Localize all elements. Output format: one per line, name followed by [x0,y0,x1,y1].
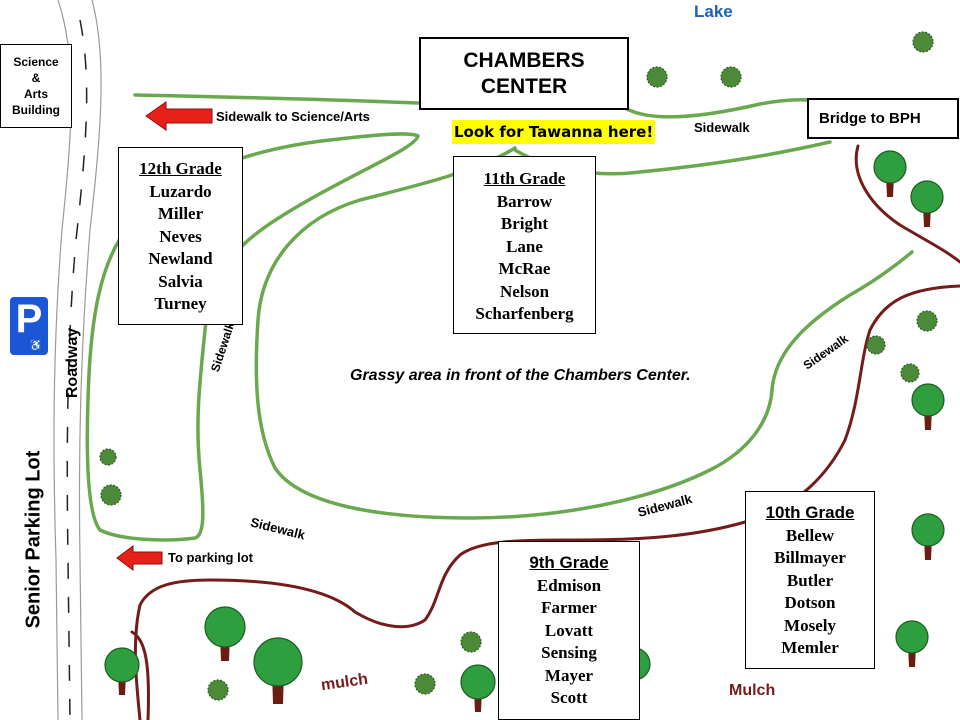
sidewalk-top-right [623,97,814,119]
tree-icon [873,150,907,197]
bridge-to-bph-label: Bridge to BPH [819,110,921,127]
tree-icon [204,606,246,661]
shrub-icon [900,363,920,383]
mulch-label-right: Mulch [729,682,776,699]
sidewalk-label-top: Sidewalk [694,120,750,135]
arrow-left-icon [116,545,163,571]
trees [104,150,945,712]
parking-sign-letter: P [15,297,43,341]
chambers-center-box: CHAMBERS CENTER [419,37,629,110]
shrub-icon [100,484,122,506]
science-arts-line-1: Science [13,55,59,69]
grade-12-name: Luzardo [149,181,212,201]
grade-12-name: Miller [157,204,204,223]
grassy-area-label: Grassy area in front of the Chambers Cen… [350,367,691,384]
science-arts-line-2: & [31,71,41,85]
grade-11-name: Nelson [499,281,550,301]
sidewalk-grassy-loop [254,146,914,520]
chambers-center-line-2: CENTER [480,75,568,98]
tree-icon [460,664,496,712]
science-arts-building-box: Science & Arts Building [0,44,72,128]
shrub-icon [414,673,436,695]
grade-9-name: Mayer [544,665,594,685]
grade-11-name: McRae [498,259,551,278]
shrub-icon [646,66,668,88]
to-parking-lot-label: To parking lot [168,550,253,565]
grade-11-name: Barrow [496,191,553,211]
tree-icon [911,513,945,560]
tree-icon [911,383,945,430]
tree-icon [895,620,929,667]
grade-12-name: Newland [148,249,213,268]
grade-10-name: Bellew [785,525,835,545]
grade-11-name: Bright [500,214,549,233]
grade-10-title: 10th Grade [765,503,855,522]
grade-10-name: Memler [781,638,839,657]
arrow-left-icon [145,101,213,131]
parking-sign-icon: P ♿ [10,297,48,355]
tree-icon [104,647,140,695]
grade-11-box: 11th Grade Barrow Bright Lane McRae Nels… [453,156,596,334]
grade-12-title: 12th Grade [139,159,222,178]
shrub-icon [912,31,934,53]
grade-12-name: Salvia [158,271,203,291]
roadway-label: Roadway [64,327,82,399]
grade-9-name: Sensing [541,643,597,662]
tree-icon [253,637,303,704]
look-for-tawanna-highlight: Look for Tawanna here! [452,120,656,144]
bridge-to-bph-box: Bridge to BPH [807,98,959,139]
grade-10-box: 10th Grade Bellew Billmayer Butler Dotso… [745,491,875,669]
grade-12-name: Turney [154,294,207,313]
grade-9-title: 9th Grade [529,553,609,572]
grade-10-name: Butler [786,570,834,590]
grade-11-name: Scharfenberg [475,304,574,323]
shrub-icon [207,679,229,701]
grade-10-name: Mosely [784,615,836,635]
grade-10-name: Dotson [784,593,836,612]
grade-9-name: Edmison [536,575,602,595]
grade-10-name: Billmayer [774,548,846,567]
grade-11-title: 11th Grade [483,169,566,188]
senior-parking-lot-label: Senior Parking Lot [22,450,45,629]
lake-label: Lake [694,2,733,21]
science-arts-line-3: Arts [23,87,48,101]
grade-9-name: Lovatt [544,620,594,640]
chambers-center-line-1: CHAMBERS [463,49,585,72]
mulch-paths [130,144,960,720]
shrub-icon [866,335,886,355]
grade-12-name: Neves [159,226,202,246]
arrows [116,101,213,571]
grade-12-box: 12th Grade Luzardo Miller Neves Newland … [118,147,243,325]
grade-9-name: Farmer [541,598,597,617]
shrubs [99,31,938,701]
shrub-icon [720,66,742,88]
science-arts-line-4: Building [12,103,60,117]
shrub-icon [916,310,938,332]
sidewalk-to-science-arts-label: Sidewalk to Science/Arts [216,109,370,124]
shrub-icon [460,631,482,653]
grade-9-name: Scott [550,688,588,707]
wheelchair-icon: ♿ [29,340,43,352]
tree-icon [910,180,944,227]
shrub-icon [99,448,117,466]
grade-11-name: Lane [506,236,543,256]
grade-9-box: 9th Grade Edmison Farmer Lovatt Sensing … [498,541,640,720]
